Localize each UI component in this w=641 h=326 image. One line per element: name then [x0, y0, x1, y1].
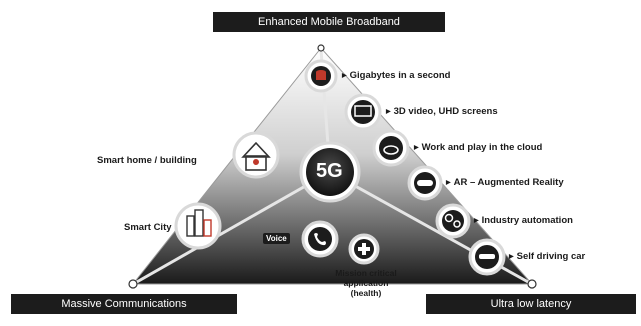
mission-line-3: (health)	[350, 288, 382, 298]
5g-hub-icon	[299, 141, 361, 203]
cloud-icon	[372, 129, 410, 167]
gears-icon	[435, 203, 471, 239]
smart-city-label: Smart City	[124, 222, 172, 233]
feature-label-2: 3D video, UHD screens	[386, 106, 498, 117]
voice-badge: Voice	[263, 233, 290, 244]
corner-bottom-left-banner: Massive Communications	[11, 294, 237, 314]
feature-label-6: Self driving car	[509, 251, 586, 262]
smart-home-icon	[232, 131, 280, 179]
feature-label-3: Work and play in the cloud	[414, 142, 543, 153]
corner-bottom-left-label: Massive Communications	[61, 298, 187, 310]
mission-line-2: application	[343, 278, 389, 288]
smart-city-icon	[174, 202, 222, 250]
feature-label-5: Industry automation	[474, 215, 573, 226]
corner-bottom-right-label: Ultra low latency	[490, 298, 572, 310]
vertex-left-marker	[128, 279, 138, 289]
feature-label-4: AR – Augmented Reality	[446, 177, 564, 188]
smart-home-label: Smart home / building	[97, 155, 197, 166]
3d-screen-icon	[344, 93, 382, 131]
vertex-top-marker	[317, 44, 325, 52]
ar-headset-icon	[407, 165, 443, 201]
mission-line-1: Mission critical	[335, 268, 397, 278]
corner-top-label: Enhanced Mobile Broadband	[258, 16, 400, 28]
spoke-left	[134, 170, 331, 285]
hub-label: 5G	[316, 160, 343, 182]
corner-bottom-right-banner: Ultra low latency	[426, 294, 636, 314]
health-icon	[348, 233, 380, 265]
feature-label-1: Gigabytes in a second	[342, 70, 451, 81]
vertex-right-marker	[527, 279, 537, 289]
corner-top-banner: Enhanced Mobile Broadband	[213, 12, 445, 32]
mission-critical-label: Mission critical application (health)	[328, 268, 404, 298]
car-icon	[468, 238, 506, 276]
phone-icon	[301, 220, 339, 258]
database-icon	[304, 59, 338, 93]
